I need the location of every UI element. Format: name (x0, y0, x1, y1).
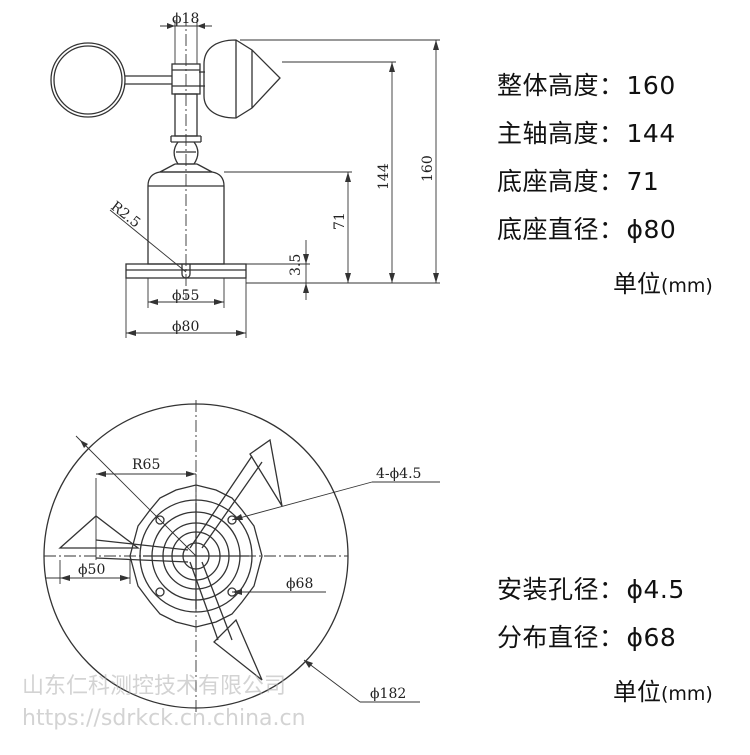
spec-value: ϕ4.5 (626, 575, 685, 604)
spec-shaft-height: 主轴高度：144 (497, 114, 676, 150)
dim-sweep-diameter: ϕ182 (370, 686, 406, 702)
dim-r65: R65 (132, 457, 160, 473)
spec-label: 底座直径 (497, 215, 600, 244)
dim-base-height: 71 (332, 212, 348, 230)
cup-bottom (213, 618, 263, 681)
top-dimensions (44, 400, 440, 712)
unit-label-top: 单位(mm) (613, 264, 713, 299)
spec-label: 分布直径 (497, 623, 600, 652)
wind-cup-left (50, 42, 126, 118)
dim-hole-span: ϕ55 (172, 288, 199, 304)
spec-hole-size: 安装孔径：ϕ4.5 (497, 570, 685, 606)
spec-label: 底座高度 (497, 167, 600, 196)
dim-cup-diameter: ϕ50 (78, 562, 105, 578)
spec-value: ϕ68 (626, 623, 677, 652)
spec-label: 整体高度 (497, 71, 600, 100)
spec-colon: ： (599, 575, 625, 604)
spec-colon: ： (599, 167, 625, 196)
spec-base-diameter: 底座直径：ϕ80 (497, 210, 676, 246)
spec-hole-circle: 分布直径：ϕ68 (497, 618, 676, 654)
mount-hole (155, 515, 165, 525)
spec-value: 160 (626, 71, 676, 100)
spec-value: 144 (626, 119, 676, 148)
dim-hole-count-size: 4-ϕ4.5 (376, 466, 421, 482)
unit-mm: (mm) (661, 275, 713, 297)
spec-total-height: 整体高度：160 (497, 66, 676, 102)
top-dim-labels: R65 4-ϕ4.5 ϕ68 ϕ50 ϕ182 (78, 457, 421, 702)
side-arrowheads (126, 23, 439, 336)
spec-label: 安装孔径 (497, 575, 600, 604)
mount-hole (155, 587, 165, 597)
spec-label: 主轴高度 (497, 119, 600, 148)
spec-colon: ： (599, 119, 625, 148)
spec-colon: ： (599, 623, 625, 652)
dim-hole-circle: ϕ68 (286, 576, 313, 592)
unit-label-bottom: 单位(mm) (613, 672, 713, 707)
base-flange-top (129, 484, 263, 628)
spec-base-height: 底座高度：71 (497, 162, 659, 198)
watermark-company: 山东仁科测控技术有限公司 (22, 674, 287, 699)
cup-top-right (249, 438, 283, 507)
side-dim-labels: ϕ18 160 144 71 3.5 R2.5 ϕ55 ϕ80 (108, 11, 436, 335)
wind-cup-left-inner (53, 45, 123, 115)
dim-total-height: 160 (420, 155, 436, 182)
dim-shaft-height: 144 (376, 163, 392, 190)
spec-value: ϕ80 (626, 215, 677, 244)
spec-colon: ： (599, 215, 625, 244)
spec-value: 71 (626, 167, 660, 196)
dim-base-diameter: ϕ80 (172, 319, 199, 335)
side-view (50, 39, 281, 279)
dim-flange-thickness: 3.5 (288, 254, 304, 276)
unit-mm: (mm) (661, 683, 713, 705)
dim-radius: R2.5 (108, 199, 144, 232)
unit-word: 单位 (613, 270, 661, 298)
unit-word: 单位 (613, 678, 661, 706)
spec-colon: ： (599, 71, 625, 100)
watermark-url: https://sdrkck.cn.china.cn (22, 706, 306, 731)
wind-cup-right (203, 39, 281, 119)
cup-left (58, 515, 140, 549)
top-arrowheads (60, 440, 313, 668)
dim-top-diameter: ϕ18 (172, 11, 199, 27)
